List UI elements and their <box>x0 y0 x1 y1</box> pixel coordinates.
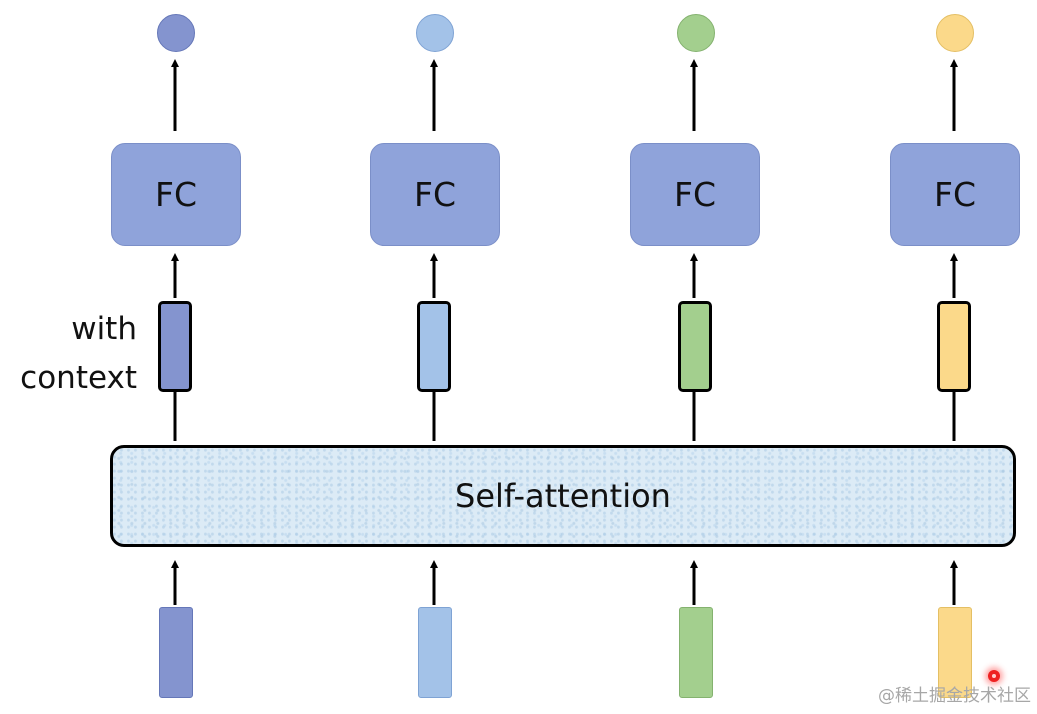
input-vector-1 <box>159 607 193 698</box>
context-vector-2 <box>417 301 451 392</box>
fc-box-1: FC <box>111 143 241 246</box>
output-dot-4 <box>936 14 974 52</box>
self-attention-label: Self-attention <box>455 477 671 515</box>
fc-label-3: FC <box>673 175 717 214</box>
context-vector-1 <box>158 301 192 392</box>
input-vector-2 <box>418 607 452 698</box>
self-attention-block: Self-attention <box>110 445 1016 547</box>
fc-box-4: FC <box>890 143 1020 246</box>
context-vector-3 <box>678 301 712 392</box>
fc-box-2: FC <box>370 143 500 246</box>
input-vector-4 <box>938 607 972 698</box>
with-context-label: with context <box>20 305 137 403</box>
input-vector-3 <box>679 607 713 698</box>
output-dot-3 <box>677 14 715 52</box>
fc-label-2: FC <box>413 175 457 214</box>
pointer-indicator <box>988 670 1000 682</box>
watermark: @稀土掘金技术社区 <box>878 686 1031 706</box>
fc-box-3: FC <box>630 143 760 246</box>
output-dot-1 <box>157 14 195 52</box>
context-vector-4 <box>937 301 971 392</box>
output-dot-2 <box>416 14 454 52</box>
fc-label-1: FC <box>154 175 198 214</box>
with-context-line-2: context <box>20 360 137 396</box>
with-context-line-1: with <box>71 311 137 347</box>
fc-label-4: FC <box>933 175 977 214</box>
